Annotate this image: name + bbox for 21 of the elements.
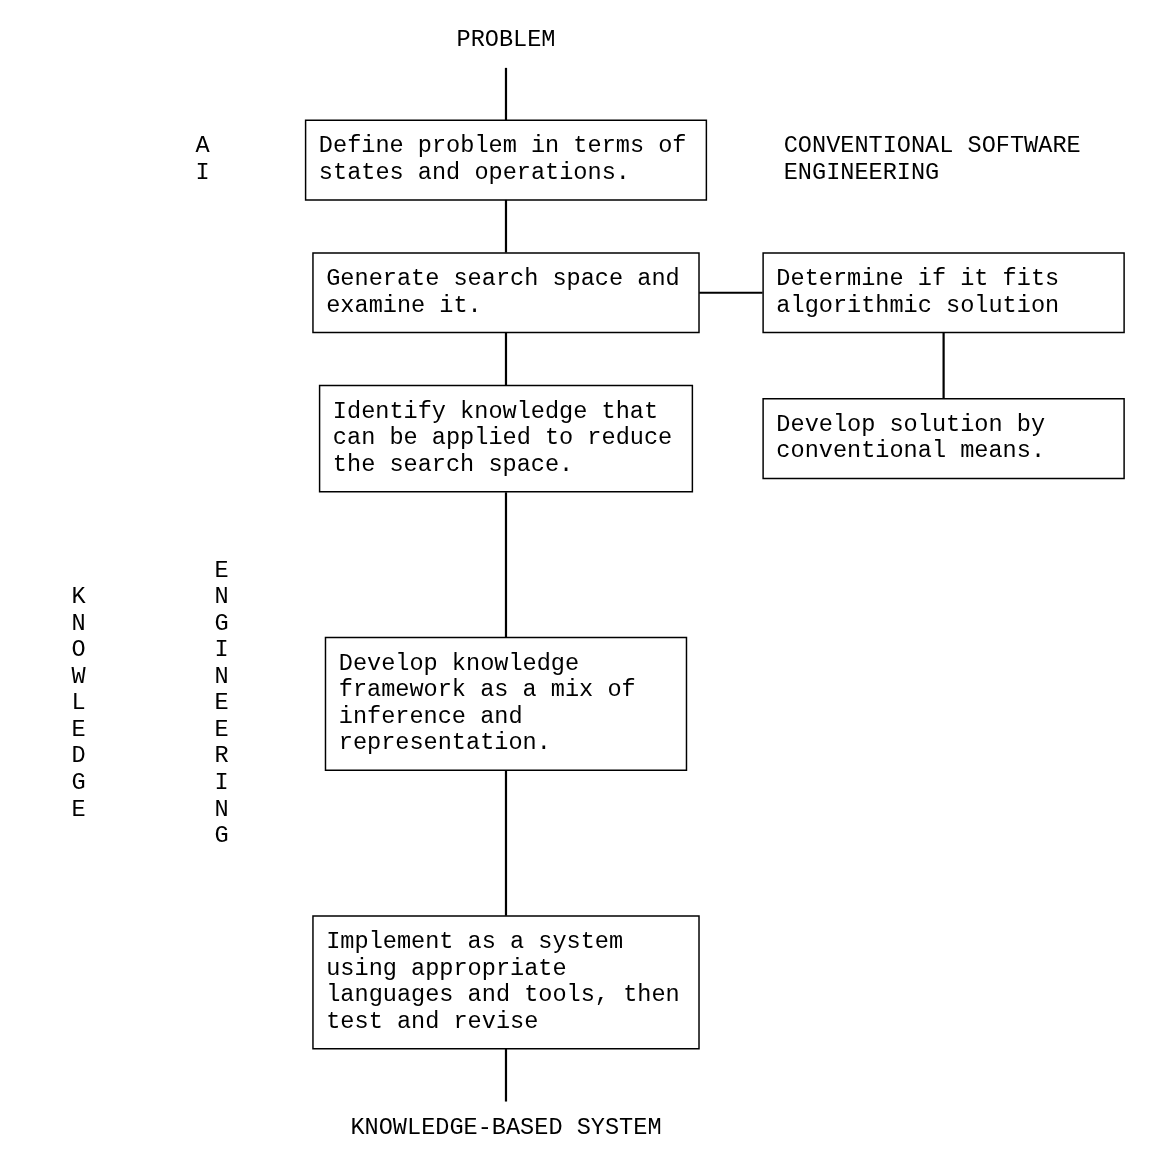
node-text: PROBLEM bbox=[455, 26, 555, 54]
node-box: Develop knowledge framework as a mix of inference and representation. bbox=[324, 636, 687, 771]
connector bbox=[504, 770, 507, 916]
connector bbox=[698, 291, 763, 294]
connector bbox=[942, 332, 945, 399]
node-box: Identify knowledge that can be applied to reduce the search space. bbox=[318, 384, 693, 493]
connector bbox=[504, 199, 507, 253]
node-text: KNOWLEDGE-BASED SYSTEM bbox=[349, 1113, 662, 1141]
node-box: Define problem in terms of states and operations. bbox=[304, 119, 707, 201]
connector bbox=[504, 332, 507, 386]
connector bbox=[504, 1048, 507, 1102]
label: KNOWLEDGE bbox=[71, 583, 86, 823]
node-box: Implement as a system using appropriate languages and tools, then test and revise bbox=[311, 915, 700, 1050]
connector bbox=[504, 67, 507, 120]
node-box: Determine if it fits algorithmic solution bbox=[761, 252, 1125, 334]
node-box: Generate search space and examine it. bbox=[311, 252, 700, 334]
label: CONVENTIONAL SOFTWARE ENGINEERING bbox=[783, 132, 1081, 186]
label: ENGINEERING bbox=[214, 556, 229, 850]
label: AI bbox=[194, 132, 210, 186]
node-box: Develop solution by conventional means. bbox=[761, 398, 1125, 480]
connector bbox=[504, 492, 507, 638]
